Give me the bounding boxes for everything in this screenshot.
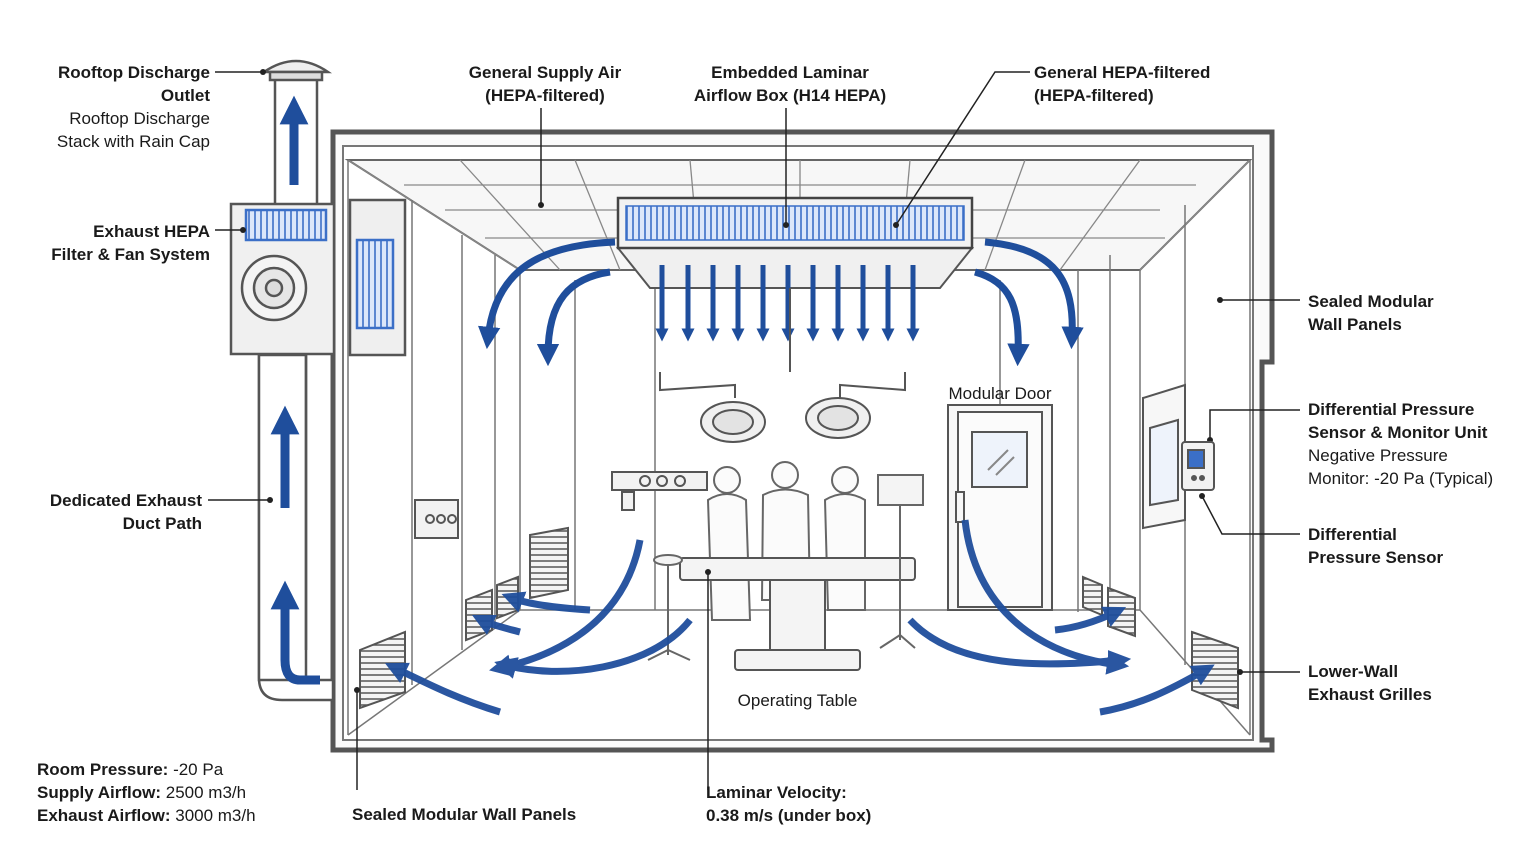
sealed-wall-panels-bottom-label: Sealed Modular Wall Panels <box>352 805 577 824</box>
operating-table <box>679 557 916 671</box>
spec-supply-airflow: Supply Airflow: 2500 m3/h <box>37 781 317 804</box>
spec-room-pressure: Room Pressure: -20 Pa <box>37 758 317 781</box>
ceiling-supply-arrows <box>478 238 1084 367</box>
laminar-airflow-box <box>615 196 975 289</box>
laminar-airflow-box-label: Embedded Laminar Airflow Box (H14 HEPA) <box>693 63 887 105</box>
spec-value: -20 Pa <box>173 760 224 779</box>
surgical-lights <box>659 288 906 443</box>
modular-door <box>947 404 1053 611</box>
callout-dots <box>240 69 1243 693</box>
side-wall-window <box>1142 383 1186 530</box>
medical-gas-outlets <box>414 471 708 539</box>
dp-monitor-subtitle: Negative Pressure Monitor: -20 Pa (Typic… <box>1308 446 1494 488</box>
rooftop-outlet-title: Rooftop Discharge Outlet <box>57 63 210 105</box>
spec-key: Exhaust Airflow: <box>37 806 171 825</box>
spec-key: Supply Airflow: <box>37 783 162 802</box>
exhaust-duct-arrows <box>270 95 320 685</box>
room-exhaust-flow-arrows <box>384 519 1215 716</box>
laminar-velocity-label: Laminar Velocity: 0.38 m/s (under box) <box>706 783 872 825</box>
differential-pressure-monitor <box>1181 441 1215 491</box>
rooftop-outlet-subtitle: Rooftop Discharge Stack with Rain Cap <box>56 109 210 151</box>
rooftop-discharge-outlet-label: Rooftop Discharge Outlet Rooftop Dischar… <box>20 61 210 153</box>
exhaust-duct-path-label: Dedicated Exhaust Duct Path <box>49 491 202 533</box>
exhaust-duct-system <box>229 59 407 702</box>
operating-table-label: Operating Table <box>737 691 858 710</box>
general-hepa-label: General HEPA-filtered (HEPA-filtered) <box>1034 63 1211 105</box>
modular-door-label: Modular Door <box>948 384 1052 403</box>
sealed-wall-panels-right-label: Sealed Modular Wall Panels <box>1308 292 1434 334</box>
laminar-downflow-arrows <box>655 265 920 342</box>
callout-lines <box>208 71 1300 790</box>
room-specs: Room Pressure: -20 Pa Supply Airflow: 25… <box>37 758 317 827</box>
exhaust-hepa-fan-label: Exhaust HEPA Filter & Fan System <box>51 222 210 264</box>
general-supply-air-label: General Supply Air (HEPA-filtered) <box>468 63 622 105</box>
dp-monitor-label: Differential Pressure Sensor & Monitor U… <box>1308 398 1528 490</box>
spec-value: 3000 m3/h <box>175 806 256 825</box>
dp-sensor-label: Differential Pressure Sensor <box>1308 525 1444 567</box>
dp-monitor-title: Differential Pressure Sensor & Monitor U… <box>1308 400 1488 442</box>
spec-exhaust-airflow: Exhaust Airflow: 3000 m3/h <box>37 804 317 827</box>
lower-wall-grilles-label: Lower-Wall Exhaust Grilles <box>1308 662 1432 704</box>
spec-value: 2500 m3/h <box>165 783 247 802</box>
spec-key: Room Pressure: <box>37 760 169 779</box>
